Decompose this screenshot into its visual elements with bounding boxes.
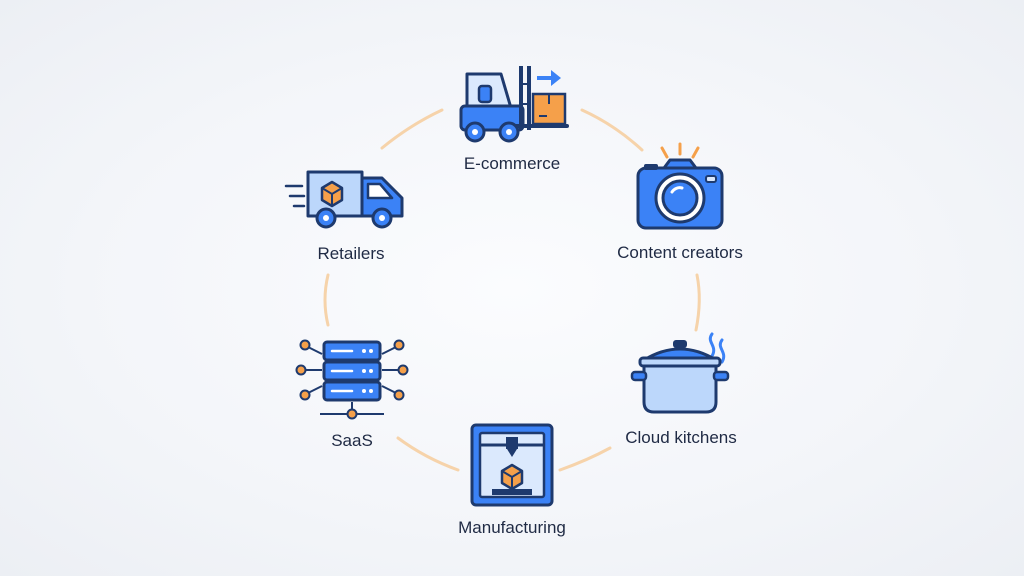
arc-manufacturing-saas	[396, 436, 460, 472]
node-label: Manufacturing	[458, 518, 566, 537]
node-label: Content creators	[617, 243, 743, 262]
camera-icon	[636, 142, 724, 230]
delivery-van-icon	[284, 170, 404, 229]
node-label: SaaS	[331, 431, 373, 450]
arc-ecommerce-content	[580, 108, 644, 152]
server-network-icon	[295, 339, 409, 420]
forklift-icon	[459, 66, 569, 143]
node-label: Cloud kitchens	[625, 428, 737, 447]
cooking-pot-icon	[630, 332, 730, 414]
arc-retailers-ecommerce	[380, 108, 444, 150]
arc-content-cloud	[694, 273, 701, 332]
3d-printer-icon	[470, 423, 554, 507]
node-label: E-commerce	[463, 154, 561, 173]
node-label: Retailers	[317, 244, 385, 263]
arc-saas-retailers	[323, 273, 330, 327]
arc-cloud-manufacturing	[558, 446, 612, 472]
